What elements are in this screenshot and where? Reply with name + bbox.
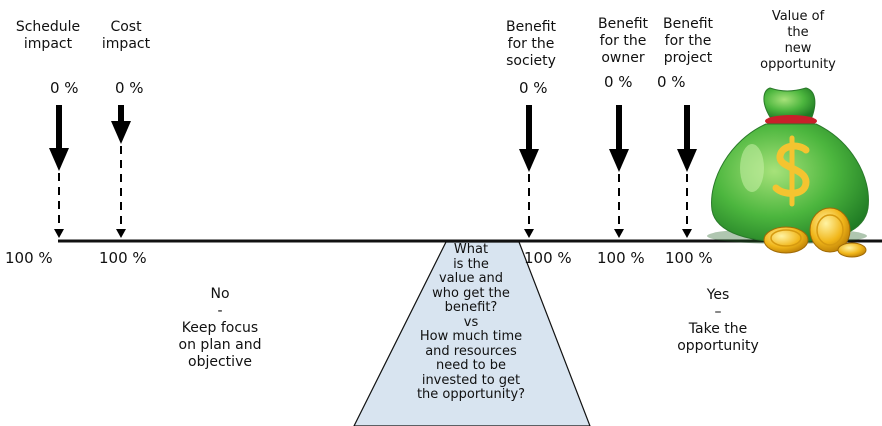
benefit-society-label: Benefit for the society <box>505 19 556 69</box>
fulcrum-question-text: What is the value and who get the benefi… <box>416 243 526 402</box>
benefit-society-bottom-value: 100 % <box>524 249 572 267</box>
benefit-owner-label: Benefit for the owner <box>597 16 648 66</box>
benefit-owner-bottom-value: 100 % <box>597 249 645 267</box>
cost-impact-arrow <box>111 105 131 238</box>
left-outcome-text: No - Keep focus on plan and objective <box>178 286 262 370</box>
opportunity-label: Value of the new opportunity <box>760 9 836 72</box>
benefit-project-bottom-value: 100 % <box>665 249 713 267</box>
dollar-sign-icon <box>772 135 810 207</box>
cost-impact-top-value: 0 % <box>115 79 144 97</box>
schedule-impact-top-value: 0 % <box>50 79 79 97</box>
benefit-owner-top-value: 0 % <box>604 73 633 91</box>
schedule-impact-bottom-value: 100 % <box>5 249 53 267</box>
gold-coins-icon <box>763 207 867 258</box>
benefit-project-label: Benefit for the project <box>662 16 713 66</box>
schedule-impact-arrow <box>49 105 69 238</box>
benefit-society-arrow <box>519 105 539 238</box>
benefit-society-top-value: 0 % <box>519 79 548 97</box>
right-outcome-text: Yes – Take the opportunity <box>677 287 759 354</box>
schedule-impact-label: Schedule impact <box>15 19 81 52</box>
cost-impact-label: Cost impact <box>101 19 151 52</box>
cost-impact-bottom-value: 100 % <box>99 249 147 267</box>
benefit-owner-arrow <box>609 105 629 238</box>
benefit-project-arrow <box>677 105 697 238</box>
benefit-project-top-value: 0 % <box>657 73 686 91</box>
